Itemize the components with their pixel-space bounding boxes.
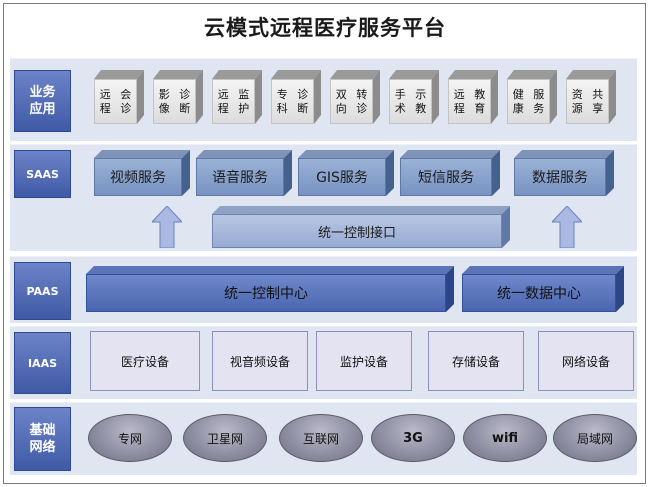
network-internet: 互联网 — [279, 414, 363, 462]
saas-data-service: 数据服务 — [514, 150, 614, 196]
app-cube: 手术示教 — [389, 70, 439, 124]
network-lan: 局域网 — [553, 414, 637, 462]
layer-label-network-line2: 网络 — [29, 440, 56, 455]
network-satellite: 卫星网 — [183, 414, 267, 462]
saas-box-label: 视频服务 — [94, 158, 182, 196]
up-arrow-icon — [552, 206, 582, 248]
iaas-av-equipment: 视音频设备 — [212, 331, 308, 391]
layer-label-paas: PAAS — [14, 262, 71, 320]
app-label-line1: 影像 — [158, 87, 170, 115]
app-label-line1: 健康 — [512, 87, 524, 115]
app-cube: 双向转诊 — [330, 70, 380, 124]
app-cube: 健康服务 — [507, 70, 557, 124]
app-label-line2: 转诊 — [356, 87, 368, 115]
app-label-line1: 远程 — [453, 87, 465, 115]
iaas-network-equipment: 网络设备 — [538, 331, 634, 391]
app-label-line1: 远程 — [99, 87, 111, 115]
interface-label: 统一控制接口 — [212, 214, 502, 248]
network-wifi: wifi — [463, 414, 547, 462]
layer-label-network: 基础 网络 — [14, 407, 71, 471]
app-label-line2: 诊断 — [179, 87, 191, 115]
app-label-line2: 服务 — [533, 87, 545, 115]
layer-label-network-line1: 基础 — [29, 423, 56, 438]
app-label-line2: 教育 — [474, 87, 486, 115]
network-private: 专网 — [88, 414, 172, 462]
saas-video-service: 视频服务 — [94, 150, 190, 196]
app-cube: 远程监护 — [212, 70, 262, 124]
saas-gis-service: GIS服务 — [298, 150, 394, 196]
app-label-line2: 诊断 — [297, 87, 309, 115]
iaas-monitoring-equipment: 监护设备 — [316, 331, 412, 391]
iaas-storage-equipment: 存储设备 — [428, 331, 524, 391]
app-label-line2: 共享 — [592, 87, 604, 115]
unified-data-center: 统一数据中心 — [462, 266, 624, 312]
paas-box-label: 统一控制中心 — [86, 274, 446, 312]
saas-box-label: GIS服务 — [298, 158, 386, 196]
app-label-line2: 示教 — [415, 87, 427, 115]
app-cube: 影像诊断 — [153, 70, 203, 124]
app-label-line1: 资源 — [571, 87, 583, 115]
unified-control-interface: 统一控制接口 — [212, 206, 510, 248]
paas-box-label: 统一数据中心 — [462, 274, 616, 312]
saas-voice-service: 语音服务 — [196, 150, 292, 196]
layer-label-apps-line1: 业务 — [29, 85, 56, 100]
saas-box-label: 语音服务 — [196, 158, 284, 196]
layer-label-apps-line2: 应用 — [29, 102, 56, 117]
saas-sms-service: 短信服务 — [400, 150, 500, 196]
diagram-title: 云模式远程医疗服务平台 — [204, 16, 446, 40]
app-label-line2: 会诊 — [120, 87, 132, 115]
network-3g: 3G — [371, 414, 455, 462]
up-arrow-icon — [152, 206, 182, 248]
app-cube: 远程教育 — [448, 70, 498, 124]
app-label-line1: 双向 — [335, 87, 347, 115]
app-cube: 资源共享 — [566, 70, 616, 124]
app-cube: 专科诊断 — [271, 70, 321, 124]
unified-control-center: 统一控制中心 — [86, 266, 454, 312]
saas-box-label: 数据服务 — [514, 158, 606, 196]
layer-label-apps: 业务 应用 — [14, 70, 71, 132]
layer-label-iaas: IAAS — [14, 332, 71, 394]
app-label-line1: 手术 — [394, 87, 406, 115]
app-cube: 远程会诊 — [94, 70, 144, 124]
saas-box-label: 短信服务 — [400, 158, 492, 196]
app-label-line2: 监护 — [238, 87, 250, 115]
app-label-line1: 远程 — [217, 87, 229, 115]
iaas-medical-equipment: 医疗设备 — [90, 331, 200, 391]
app-label-line1: 专科 — [276, 87, 288, 115]
layer-label-saas: SAAS — [14, 150, 71, 198]
